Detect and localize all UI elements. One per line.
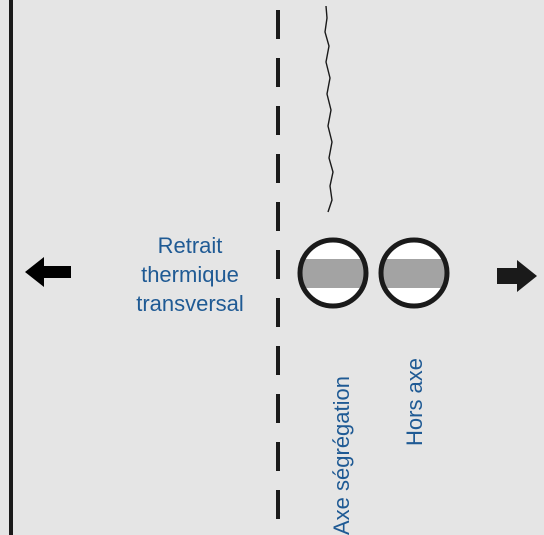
crack-line xyxy=(324,5,334,213)
off-axis-label: Hors axe xyxy=(402,357,427,446)
axis-segregation-label: Axe ségrégation xyxy=(329,376,354,535)
arrow-right-icon xyxy=(497,260,537,292)
shrinkage-label-line-3: transversal xyxy=(136,291,244,316)
specimen-off-axis-circle xyxy=(378,237,450,309)
arrow-left-icon xyxy=(25,257,71,287)
shrinkage-label-line-1: Retrait xyxy=(157,233,223,258)
specimen-axis-circle xyxy=(297,237,369,309)
shrinkage-label-line-2: thermique xyxy=(141,262,239,287)
shrinkage-label: Retrait thermique transversal xyxy=(105,231,275,318)
